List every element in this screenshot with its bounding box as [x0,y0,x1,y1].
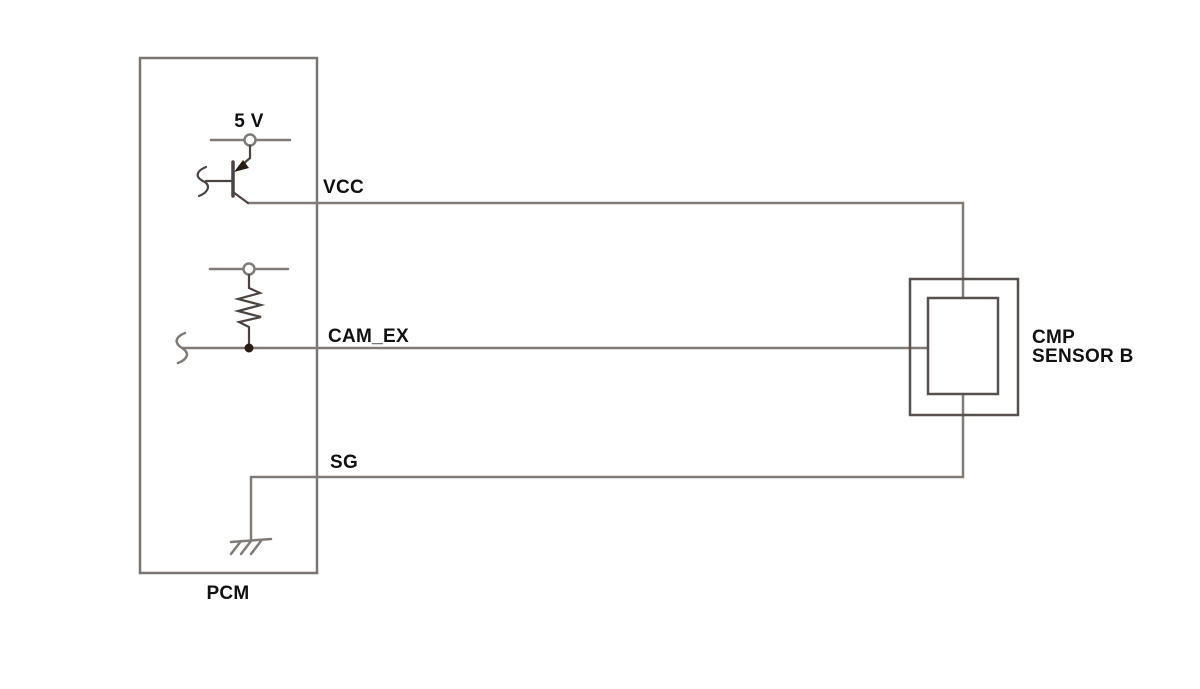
vcc-wire [246,201,965,300]
transistor-icon [196,144,252,205]
sensor-inner-box [926,296,1000,396]
junction-dot [244,343,254,353]
supply-5v-label: 5 V [234,111,263,132]
cam-ex-label: CAM_EX [328,326,409,347]
pcm-box [138,56,319,575]
sg-wire [249,392,965,541]
vcc-label: VCC [323,177,364,198]
base-break-icon [196,165,209,198]
cam-ex-break-icon [175,331,189,365]
sg-label: SG [330,452,358,473]
pullup-terminal-circle [242,262,256,276]
transistor-collector [231,190,250,205]
pullup-terminal-icon [208,262,290,276]
ground-icon [229,537,273,556]
sensor-label-line1: CMP [1032,327,1075,348]
resistor-icon [233,273,266,346]
sensor-label-line2: SENSOR B [1032,346,1134,367]
pcm-label: PCM [206,583,249,604]
ground-hatch [249,539,263,556]
supply-terminal-circle [243,133,257,147]
ground-hatch [229,539,243,556]
sensor-outer-box [908,277,1020,417]
supply-terminal-icon [209,133,292,147]
ground-hatch [239,539,253,556]
transistor-emitter-arrow [234,160,249,172]
